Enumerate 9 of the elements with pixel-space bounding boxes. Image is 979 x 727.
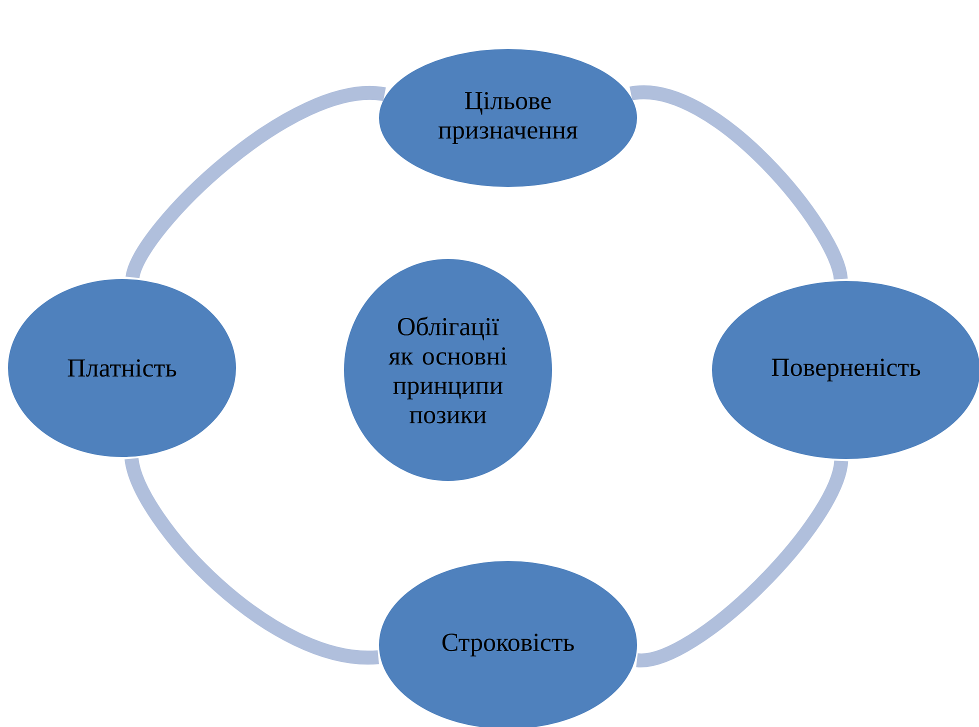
ring-arc bbox=[636, 459, 848, 668]
ellipse-node: Цільове призначення bbox=[377, 47, 639, 189]
ring-arc bbox=[630, 86, 848, 281]
ellipse-node: Поверненість bbox=[710, 279, 979, 461]
ellipse-node: Платність bbox=[6, 277, 238, 459]
ring-arc bbox=[124, 457, 378, 664]
ellipse-node: Облігації як основні принципи позики bbox=[342, 257, 554, 483]
ellipse-node: Строковість bbox=[377, 559, 639, 727]
ring-arc bbox=[126, 86, 385, 280]
